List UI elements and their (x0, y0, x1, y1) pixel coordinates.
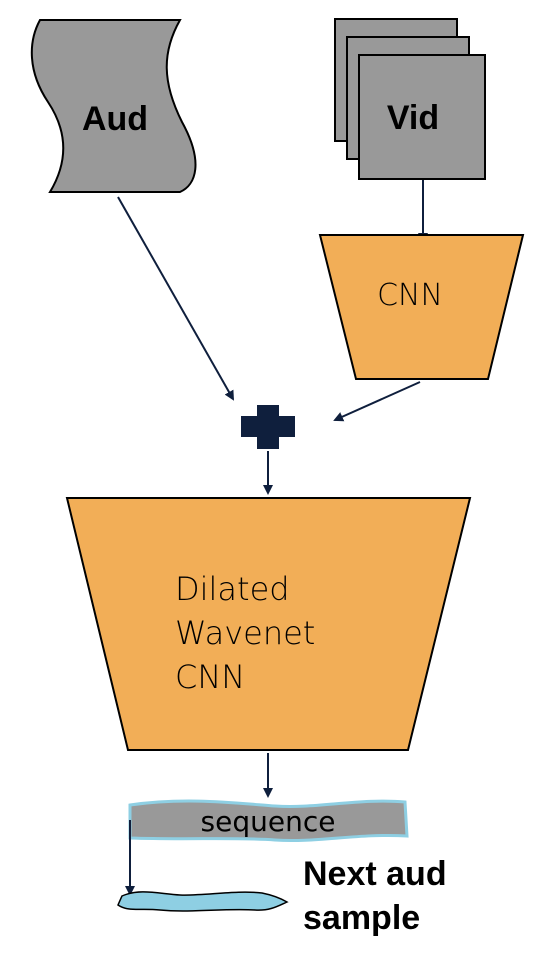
audio-input-label: Aud (82, 100, 148, 138)
audio-scroll-shape (30, 19, 197, 193)
cnn-encoder-shape (318, 234, 525, 380)
wavenet-label-line3: CNN (175, 658, 245, 696)
next-sample-label-line2: sample (303, 899, 420, 937)
wavenet-label-line1: Dilated (175, 570, 290, 608)
sequence-label: sequence (201, 805, 336, 838)
cnn-encoder-node: CNN (318, 234, 525, 380)
arrow-cnn-to-combine (333, 381, 421, 422)
next-sample-label-line1: Next aud (303, 855, 447, 893)
video-input-label: Vid (387, 99, 439, 137)
wavenet-shape (65, 497, 472, 751)
video-frame-front (358, 54, 486, 180)
cnn-encoder-label: CNN (377, 278, 443, 313)
arrow-audio-to-combine (117, 196, 234, 401)
sequence-node: sequence (128, 799, 409, 843)
next-sample-shape (117, 891, 289, 912)
audio-input-node: Aud (30, 19, 197, 193)
wavenet-label-line2: Wavenet (175, 614, 315, 652)
plus-icon (241, 405, 295, 449)
wavenet-node: Dilated Wavenet CNN (65, 497, 472, 751)
video-input-node: Vid (334, 18, 486, 180)
sequence-tape-shape (128, 799, 409, 843)
